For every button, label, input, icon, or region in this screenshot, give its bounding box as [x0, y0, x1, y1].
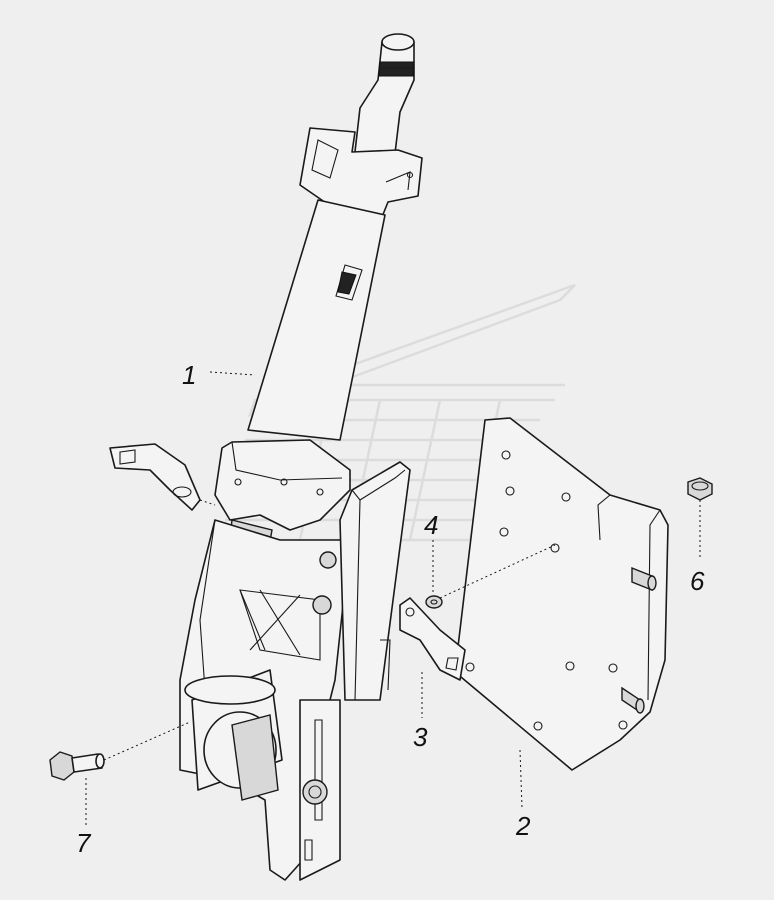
- channel-bracket: [339, 461, 411, 701]
- clip-part-3: [399, 597, 466, 681]
- leader-lines: [85, 371, 701, 826]
- callout-3: 3: [413, 722, 428, 752]
- bolt-part-7: [49, 751, 105, 781]
- mounting-plate-part-2: [454, 417, 669, 771]
- callout-2: 2: [516, 811, 531, 841]
- left-bracket: [109, 443, 201, 511]
- callout-6: 6: [690, 566, 705, 596]
- callout-7: 7: [76, 828, 91, 858]
- washer-part-4: [425, 595, 443, 609]
- callout-4: 4: [424, 510, 439, 540]
- callout-1: 1: [182, 360, 197, 390]
- nut-part-6: [687, 477, 713, 501]
- steering-column-part-1: [179, 33, 423, 881]
